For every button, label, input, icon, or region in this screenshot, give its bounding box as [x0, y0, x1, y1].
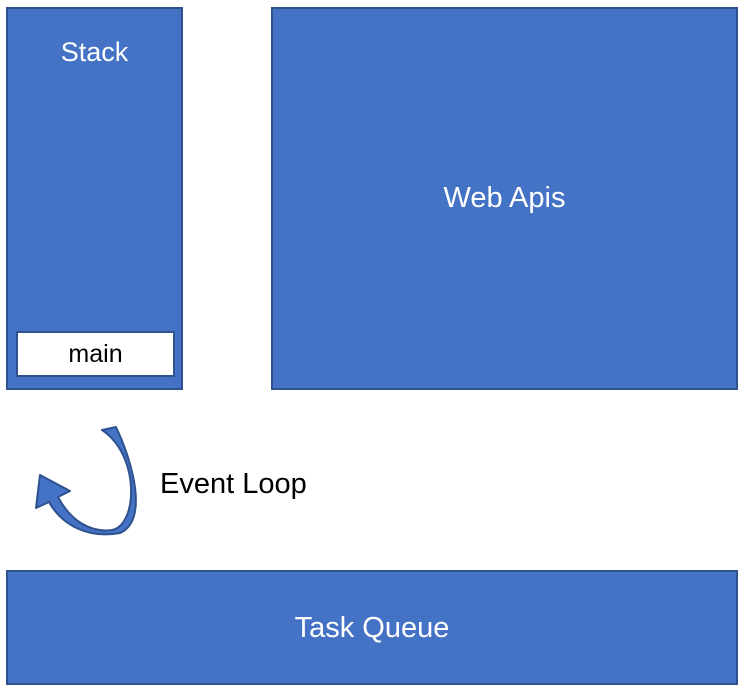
stack-box: Stack main	[6, 7, 183, 390]
web-apis-title: Web Apis	[443, 182, 566, 214]
web-apis-box: Web Apis	[271, 7, 738, 390]
task-queue-title: Task Queue	[294, 612, 450, 644]
event-loop-label: Event Loop	[160, 468, 307, 500]
task-queue-box: Task Queue	[6, 570, 738, 685]
curved-arrow-icon	[35, 426, 137, 536]
stack-frame-main: main	[16, 331, 175, 377]
stack-title: Stack	[60, 37, 129, 67]
